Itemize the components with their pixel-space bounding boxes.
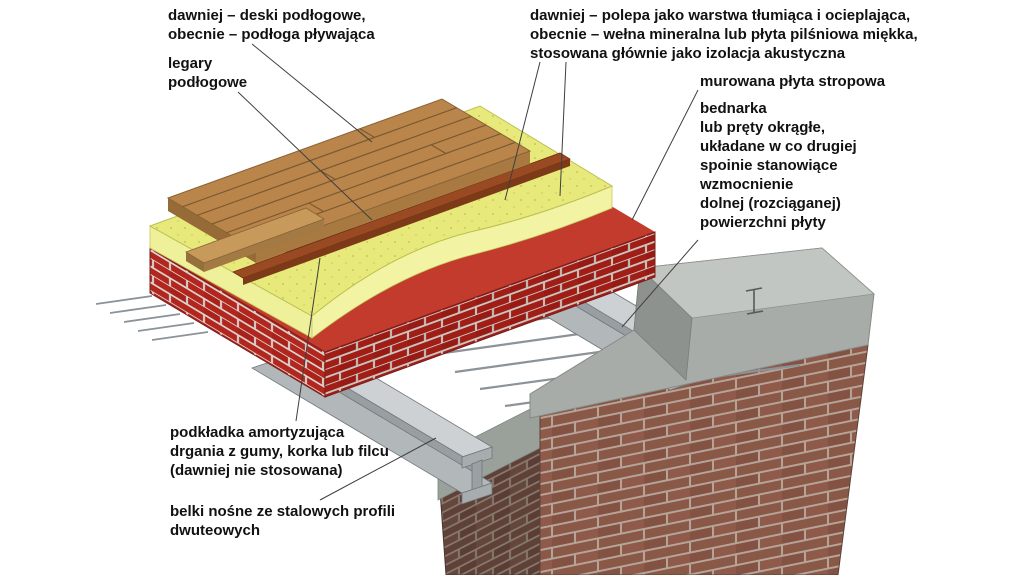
cross-section-top-flange — [461, 446, 493, 469]
planks-side-front — [256, 151, 530, 263]
leader-joists — [237, 91, 373, 221]
leader-masonry-slab — [631, 89, 699, 221]
label-joists: legary podłogowe — [168, 55, 248, 91]
loose-plank-end — [186, 252, 204, 272]
cap-beam-mark — [745, 287, 764, 315]
leader-lines — [237, 43, 699, 501]
rod-end — [137, 322, 195, 332]
leader-flat-bars — [621, 239, 699, 328]
plank-seams — [182, 107, 516, 242]
slab-rod-ends — [95, 295, 209, 341]
floor-assembly — [95, 98, 656, 398]
loose-plank-top — [185, 207, 325, 264]
label-damping-pad: podkładka amortyzująca drgania z gumy, k… — [170, 424, 389, 479]
beam-end-cross-section — [461, 446, 493, 505]
label-steel-beams: belki nośne ze stalowych profili dwuteow… — [170, 503, 396, 539]
joist-side — [243, 159, 570, 285]
rod-end — [123, 313, 181, 323]
leader-steel-beams — [319, 437, 437, 501]
label-floorboards: dawniej – deski podłogowe, obecnie – pod… — [168, 7, 375, 43]
loose-plank — [185, 207, 325, 272]
label-flat-bars: bednarka lub pręty okrągłe, układane w c… — [700, 100, 857, 231]
cross-section-bottom-flange — [461, 482, 493, 505]
leader-floorboards — [251, 43, 373, 143]
rod-end — [109, 304, 167, 314]
slab-front-right-face — [324, 231, 656, 398]
rod-end — [95, 295, 153, 305]
leader-insulation-a — [504, 61, 541, 201]
leader-insulation-b — [559, 61, 567, 197]
loose-plank-front — [204, 219, 324, 272]
rod-end — [151, 331, 209, 341]
leader-damping-pad — [295, 257, 321, 422]
label-masonry-slab: murowana płyta stropowa — [700, 73, 886, 90]
label-insulation: dawniej – polepa jako warstwa tłumiąca i… — [530, 7, 918, 62]
